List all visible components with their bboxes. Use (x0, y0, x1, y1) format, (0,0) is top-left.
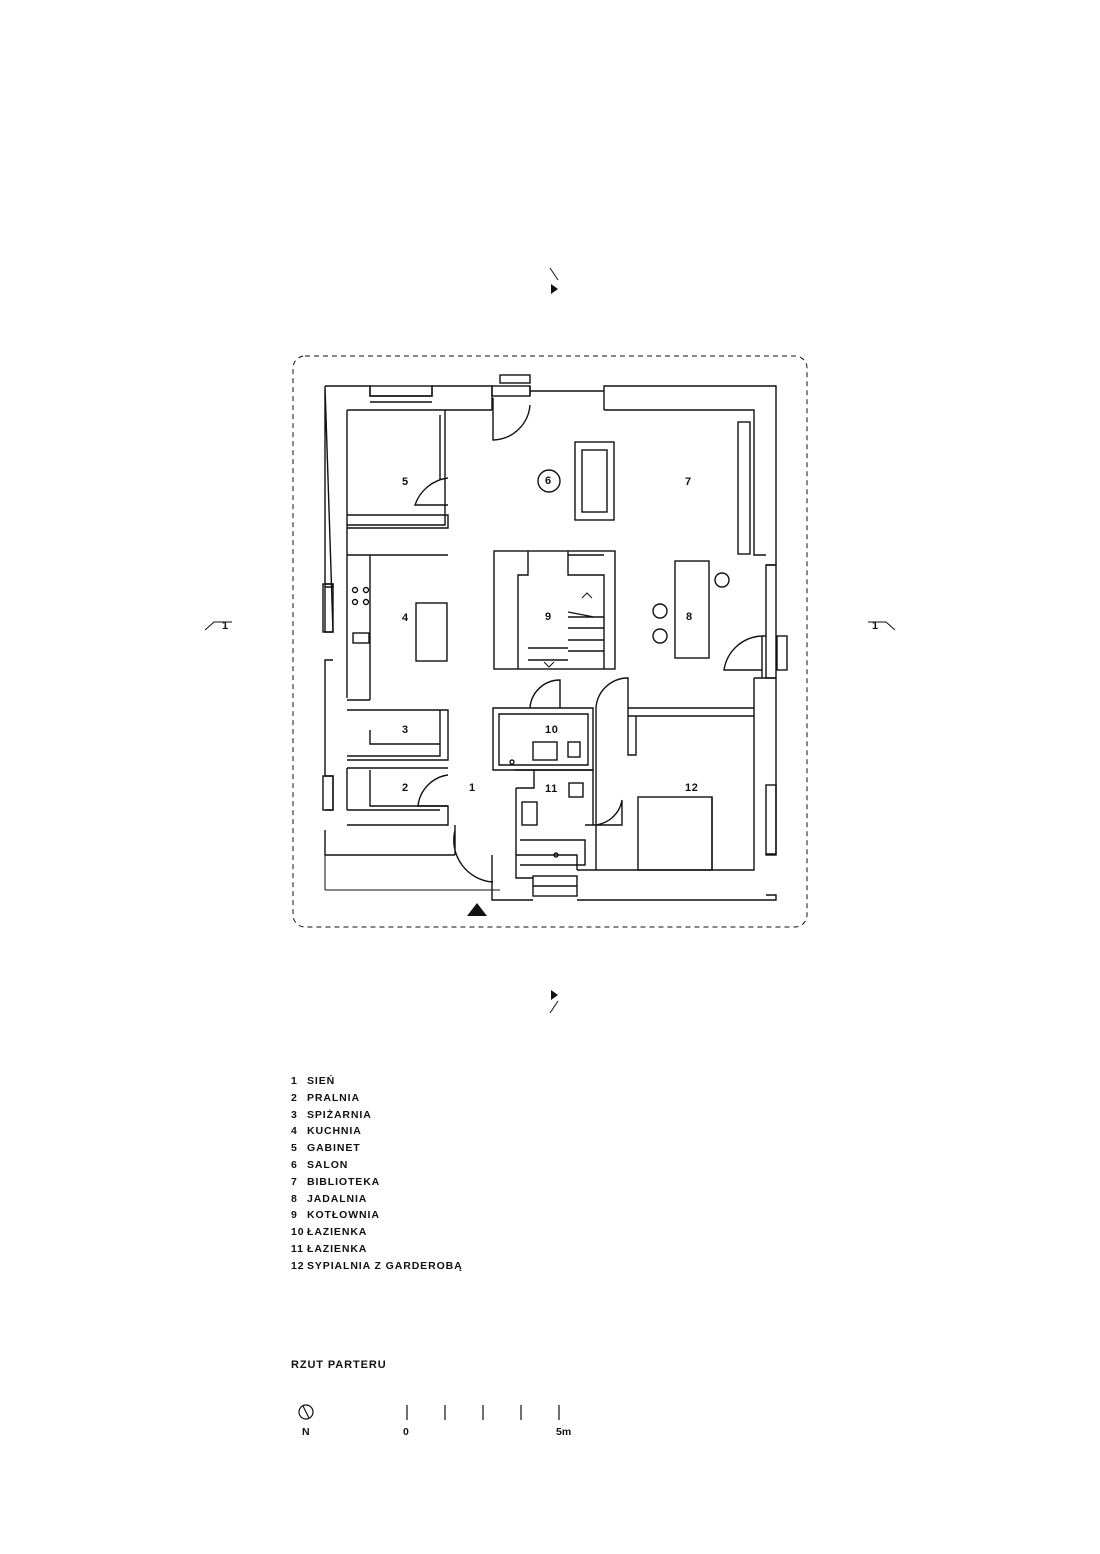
scale-zero-label: 0 (403, 1426, 409, 1438)
section-arrow-top-icon (551, 284, 558, 294)
sofa (574, 441, 615, 521)
window-west-1 (322, 583, 334, 633)
door-room-5 (414, 477, 449, 506)
dining-table (674, 560, 710, 659)
window-east-3 (765, 784, 777, 856)
north-label: N (302, 1426, 310, 1438)
entrance-arrow-icon (467, 903, 487, 916)
section-arrow-bottom-icon (551, 990, 558, 1000)
section-marker-left: 1 (222, 620, 229, 632)
door-bath-10 (529, 679, 561, 709)
section-marker-right-line (868, 621, 896, 631)
inner-wall (346, 409, 766, 879)
door-entrance (453, 825, 494, 883)
room-label-9: 9 (545, 611, 552, 623)
window-north-1 (369, 385, 433, 397)
north-arrow-icon (298, 1404, 314, 1420)
section-marker-top-line (549, 267, 559, 281)
room-label-12: 12 (685, 782, 699, 794)
door-north (492, 398, 531, 441)
bed (637, 796, 713, 871)
window-west-2 (322, 775, 334, 811)
room-label-4: 4 (402, 612, 409, 624)
room-label-6: 6 (545, 475, 552, 487)
site-boundary (292, 355, 808, 928)
chair (652, 603, 668, 619)
window-north-3 (499, 374, 531, 384)
room-label-11: 11 (545, 783, 558, 795)
door-room-2 (417, 774, 449, 807)
window-north-2 (491, 385, 531, 397)
scale-max-label: 5m (556, 1426, 572, 1438)
bookshelf (737, 421, 751, 555)
chair (714, 572, 730, 588)
window-east-2 (776, 635, 788, 671)
door-bedroom (595, 677, 629, 709)
section-marker-bottom-line (549, 1000, 559, 1014)
room-label-1: 1 (469, 782, 476, 794)
plan-title: RZUT PARTERU (291, 1359, 387, 1371)
kitchen-island (415, 602, 448, 662)
room-label-10: 10 (545, 724, 559, 736)
room-label-8: 8 (686, 611, 693, 623)
window-east-1 (765, 564, 777, 679)
room-label-3: 3 (402, 724, 409, 736)
room-label-7: 7 (685, 476, 692, 488)
door-bath-11 (592, 799, 623, 826)
section-marker-left-line (204, 621, 232, 631)
room-label-5: 5 (402, 476, 409, 488)
door-terrace (723, 635, 766, 678)
stair-core (493, 550, 616, 670)
section-marker-right: 1 (872, 620, 879, 632)
chair (652, 628, 668, 644)
room-label-2: 2 (402, 782, 409, 794)
kitchen-counter (347, 554, 448, 701)
